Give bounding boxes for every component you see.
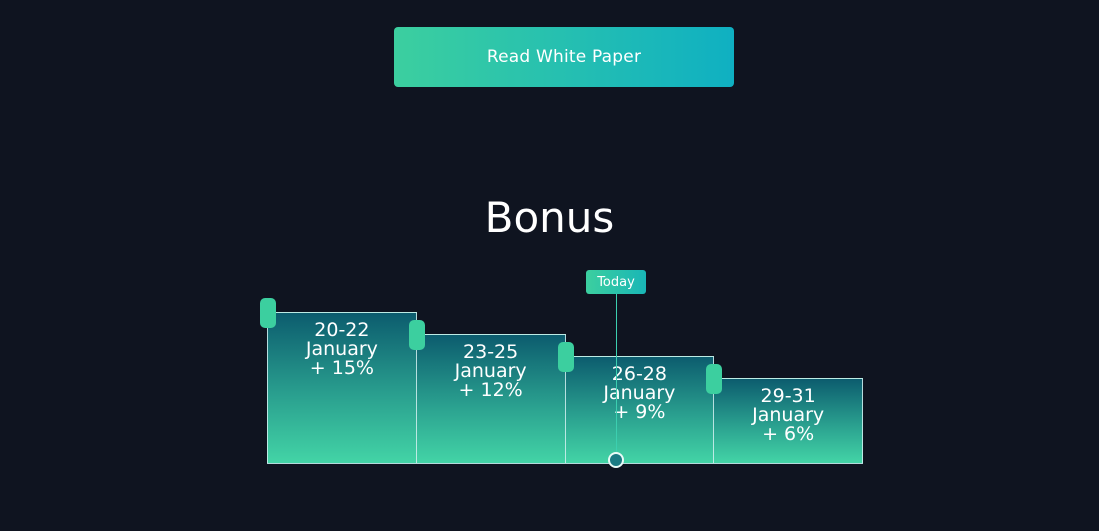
tier-dates: 29-31 bbox=[760, 385, 816, 407]
bonus-tier-2: 23-25 January + 12% bbox=[415, 334, 566, 464]
tier-bonus: + 9% bbox=[613, 401, 666, 423]
tier-3-handle-icon bbox=[557, 342, 574, 372]
tier-month: January bbox=[305, 338, 378, 360]
bonus-tier-3: 26-28 January + 9% bbox=[564, 356, 715, 464]
tier-4-handle-icon bbox=[706, 364, 723, 394]
today-marker-line bbox=[616, 294, 617, 452]
tier-dates: 20-22 bbox=[314, 319, 370, 341]
tier-bonus: + 15% bbox=[309, 357, 374, 379]
section-title-bonus: Bonus bbox=[484, 193, 615, 242]
tier-dates: 23-25 bbox=[463, 341, 519, 363]
today-marker-dot-icon bbox=[608, 452, 624, 468]
read-white-paper-button[interactable]: Read White Paper bbox=[394, 27, 734, 87]
tier-1-handle-icon bbox=[260, 298, 276, 328]
tier-month: January bbox=[454, 360, 527, 382]
tier-month: January bbox=[603, 382, 676, 404]
today-badge: Today bbox=[586, 270, 646, 294]
bonus-tier-4: 29-31 January + 6% bbox=[713, 378, 863, 464]
tier-bonus: + 6% bbox=[762, 423, 815, 445]
tier-2-handle-icon bbox=[408, 320, 425, 350]
tier-bonus: + 12% bbox=[458, 379, 523, 401]
tier-month: January bbox=[752, 404, 825, 426]
bonus-tier-1: 20-22 January + 15% bbox=[267, 312, 417, 464]
tier-dates: 26-28 bbox=[611, 363, 667, 385]
